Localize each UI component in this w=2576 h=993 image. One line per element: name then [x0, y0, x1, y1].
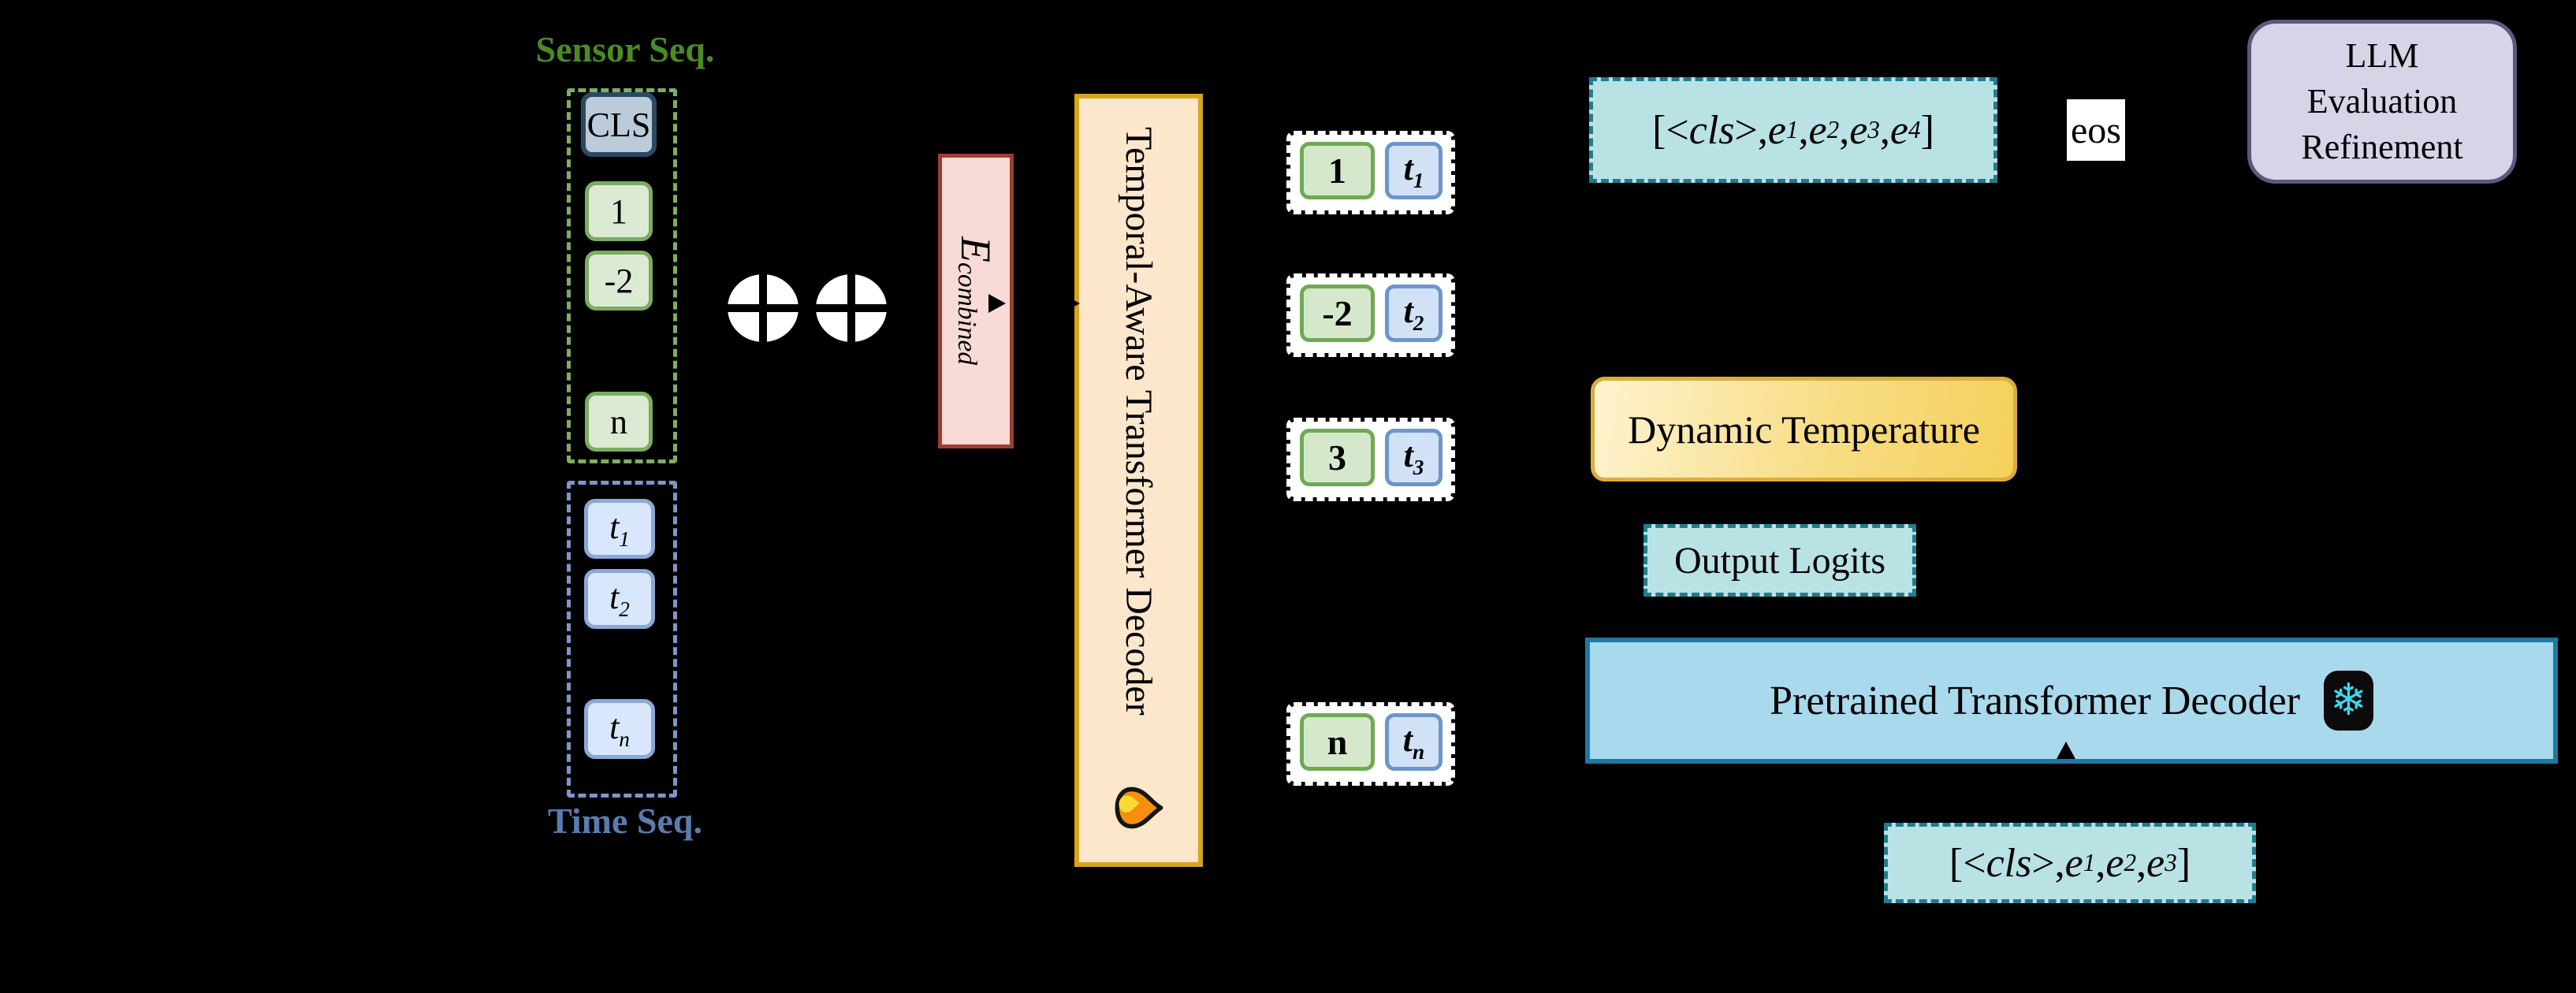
pretrained-decoder-label: Pretrained Transformer Decoder [1770, 678, 2300, 723]
sensor-seq-label: Sensor Seq. [535, 29, 715, 69]
time-token-tn: tn [584, 699, 655, 759]
sensor-token-cls: CLS [581, 92, 657, 157]
arrowhead-icon [2057, 742, 2075, 759]
temporal-decoder-box: Temporal-Aware Transformer Decoder [1074, 94, 1203, 867]
pair-time-box: tn [1385, 713, 1442, 771]
llm-line: Refinement [2301, 128, 2463, 167]
circled-plus-icon [728, 274, 798, 342]
llm-line: Evaluation [2306, 81, 2458, 121]
sensor-token-neg2: -2 [585, 251, 653, 311]
time-token-t2: t2 [584, 569, 655, 629]
time-seq-group [567, 481, 677, 798]
sensor-seq-group [567, 88, 677, 463]
pair-time-box: t1 [1385, 142, 1442, 199]
combined-embedding-label: Ecombined [952, 236, 1000, 366]
pair-time-box: t2 [1385, 285, 1442, 342]
pair-row: n tn [1286, 702, 1455, 786]
pair-value-box: 1 [1300, 142, 1375, 199]
llm-refinement-box: LLM Evaluation Refinement [2247, 20, 2517, 184]
sensor-token-n: n [585, 392, 653, 452]
temporal-decoder-title: Temporal-Aware Transformer Decoder [1118, 127, 1160, 716]
pair-value-box: n [1300, 713, 1375, 771]
arrowhead-icon [1063, 294, 1080, 313]
time-token-t1: t1 [584, 499, 655, 559]
dynamic-temperature-box: Dynamic Temperature [1591, 377, 2017, 482]
llm-line: LLM [2345, 35, 2419, 75]
pair-row: 3 t3 [1286, 418, 1455, 501]
snowflake-icon: ❄ [2323, 671, 2373, 731]
eos-token: eos [2067, 99, 2125, 161]
fire-icon [1115, 787, 1163, 829]
pair-time-box: t3 [1385, 429, 1442, 486]
sensor-token-1: 1 [585, 181, 653, 241]
pair-row: -2 t2 [1286, 273, 1455, 357]
circled-plus-icon [816, 274, 887, 342]
output-logits-box: Output Logits [1644, 524, 1916, 597]
pair-value-box: 3 [1300, 429, 1375, 486]
time-seq-label: Time Seq. [548, 801, 702, 841]
pair-value-box: -2 [1300, 285, 1375, 342]
arrowhead-icon [988, 294, 1006, 313]
pair-row: 1 t1 [1286, 131, 1455, 214]
